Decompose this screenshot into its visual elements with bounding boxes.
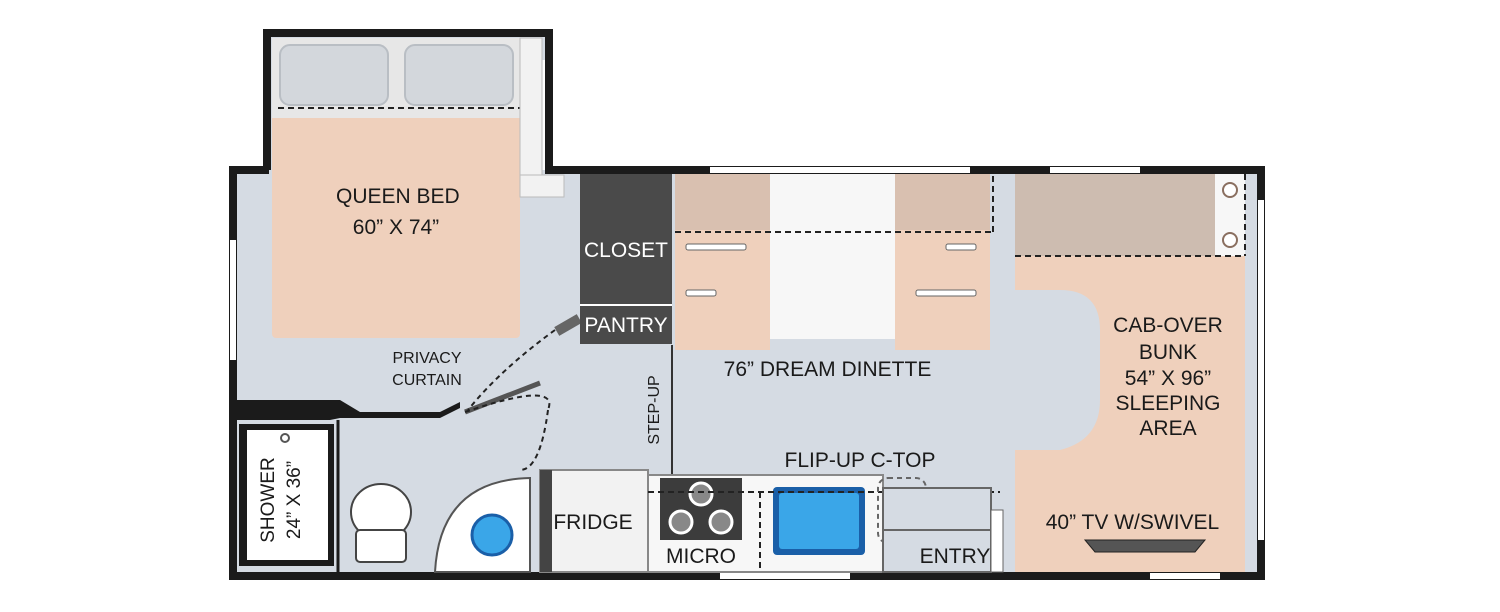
outer-walls — [229, 166, 1265, 580]
privacy-curtain-line1: PRIVACY — [392, 350, 462, 367]
privacy-curtain-line2: CURTAIN — [392, 372, 462, 389]
closet-block — [580, 174, 672, 344]
bunk-line3: 54” X 96” — [1124, 367, 1212, 390]
entry-label: ENTRY — [919, 545, 991, 568]
bunk-line5: AREA — [1139, 417, 1197, 440]
bunk-line2: BUNK — [1138, 341, 1198, 364]
micro-label: MICRO — [666, 545, 736, 568]
cab-over-bunk — [1015, 174, 1246, 572]
entry-steps — [882, 487, 1004, 573]
shower — [239, 424, 334, 566]
bunk-line4: SLEEPING — [1115, 392, 1221, 415]
closet-label: CLOSET — [583, 239, 669, 262]
shower-label-line1: SHOWER — [258, 457, 279, 543]
queen-bed-title: QUEEN BED — [336, 185, 460, 208]
step-up-label: STEP-UP — [646, 375, 663, 445]
dinette — [675, 174, 995, 350]
toilet — [350, 483, 412, 563]
fridge-label: FRIDGE — [553, 511, 633, 534]
queen-bed-size: 60” X 74” — [352, 216, 440, 239]
bunk-line1: CAB-OVER — [1113, 314, 1223, 337]
tv-label: 40” TV W/SWIVEL — [1045, 511, 1220, 534]
pantry-label: PANTRY — [584, 314, 668, 337]
bath-wall — [233, 314, 582, 572]
shower-label-line2: 24” X 36” — [284, 460, 305, 540]
kitchen-counter — [647, 474, 1000, 573]
bath-sink — [433, 476, 531, 573]
dinette-label: 76” DREAM DINETTE — [723, 358, 932, 381]
flip-up-label: FLIP-UP C-TOP — [784, 449, 936, 472]
queen-bed — [272, 37, 565, 338]
